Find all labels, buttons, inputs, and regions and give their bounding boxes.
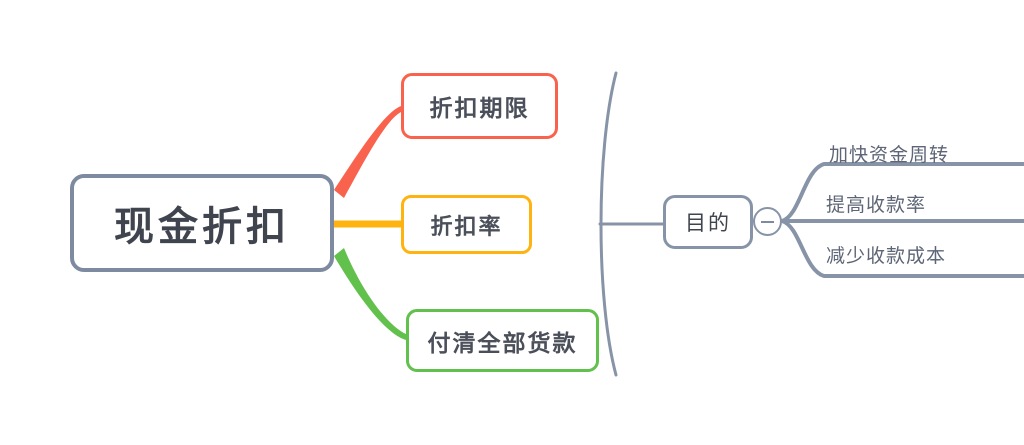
node-discount-rate[interactable]: 折扣率 bbox=[401, 195, 532, 254]
connector-green bbox=[334, 248, 406, 340]
leaf-accelerate-capital-turnover[interactable]: 加快资金周转 bbox=[829, 145, 950, 166]
group-bracket bbox=[599, 71, 618, 377]
node-root-cash-discount[interactable]: 现金折扣 bbox=[70, 174, 334, 272]
node-pay-full-amount[interactable]: 付清全部货款 bbox=[406, 309, 599, 372]
leaf-improve-collection-rate[interactable]: 提高收款率 bbox=[826, 195, 927, 216]
node-purpose[interactable]: 目的 bbox=[663, 195, 753, 249]
leaf-reduce-collection-cost[interactable]: 减少收款成本 bbox=[826, 246, 947, 267]
node-discount-period[interactable]: 折扣期限 bbox=[401, 73, 558, 139]
minus-circle-icon[interactable] bbox=[753, 207, 782, 236]
connector-red bbox=[334, 106, 401, 198]
minus-bar bbox=[761, 220, 774, 223]
